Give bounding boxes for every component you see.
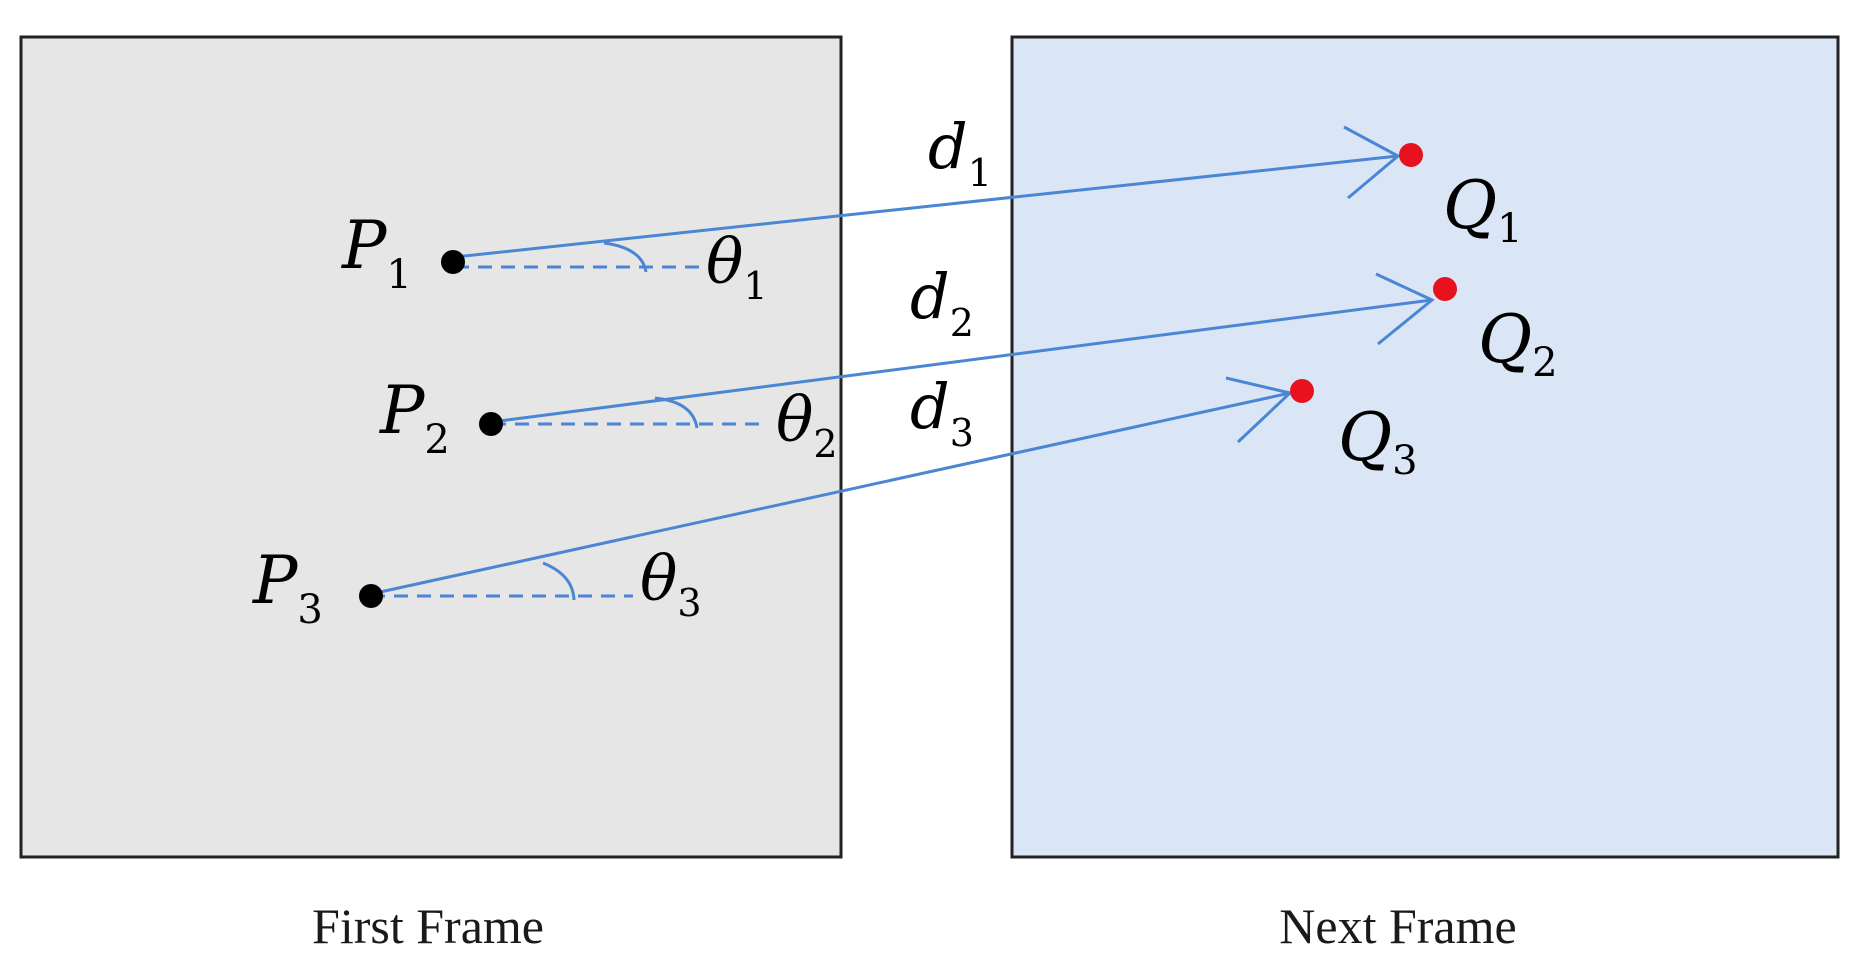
angle-arc-1 — [603, 241, 648, 273]
target-point-1 — [1399, 143, 1423, 167]
label-theta2: θ2 — [776, 383, 838, 466]
label-p2: P2 — [379, 372, 450, 463]
label-theta1: θ1 — [706, 225, 768, 308]
label-theta3: θ3 — [640, 542, 702, 625]
label-q3: Q3 — [1338, 399, 1418, 484]
caption-first-frame: First Frame — [312, 898, 544, 954]
angle-arc-3 — [542, 561, 576, 601]
arrowhead-1 — [1343, 125, 1401, 200]
label-q1: Q1 — [1443, 167, 1523, 252]
next-frame — [1010, 35, 1840, 859]
label-q2: Q2 — [1478, 301, 1558, 386]
source-point-2 — [479, 412, 503, 436]
label-d3: d3 — [910, 370, 974, 455]
arrowhead-3 — [1225, 376, 1294, 444]
target-point-3 — [1290, 379, 1314, 403]
label-d2: d2 — [910, 260, 974, 345]
label-d1: d1 — [928, 110, 992, 195]
motion-vector-1 — [454, 154, 1399, 259]
source-point-3 — [359, 584, 383, 608]
label-p3: P3 — [252, 542, 323, 633]
source-point-1 — [441, 250, 465, 274]
arrowhead-2 — [1375, 272, 1435, 346]
motion-vector-3 — [370, 391, 1291, 596]
first-frame — [19, 35, 843, 859]
motion-vector-2 — [491, 298, 1433, 424]
target-point-2 — [1433, 277, 1457, 301]
caption-next-frame: Next Frame — [1279, 898, 1516, 954]
label-p1: P1 — [341, 207, 412, 298]
